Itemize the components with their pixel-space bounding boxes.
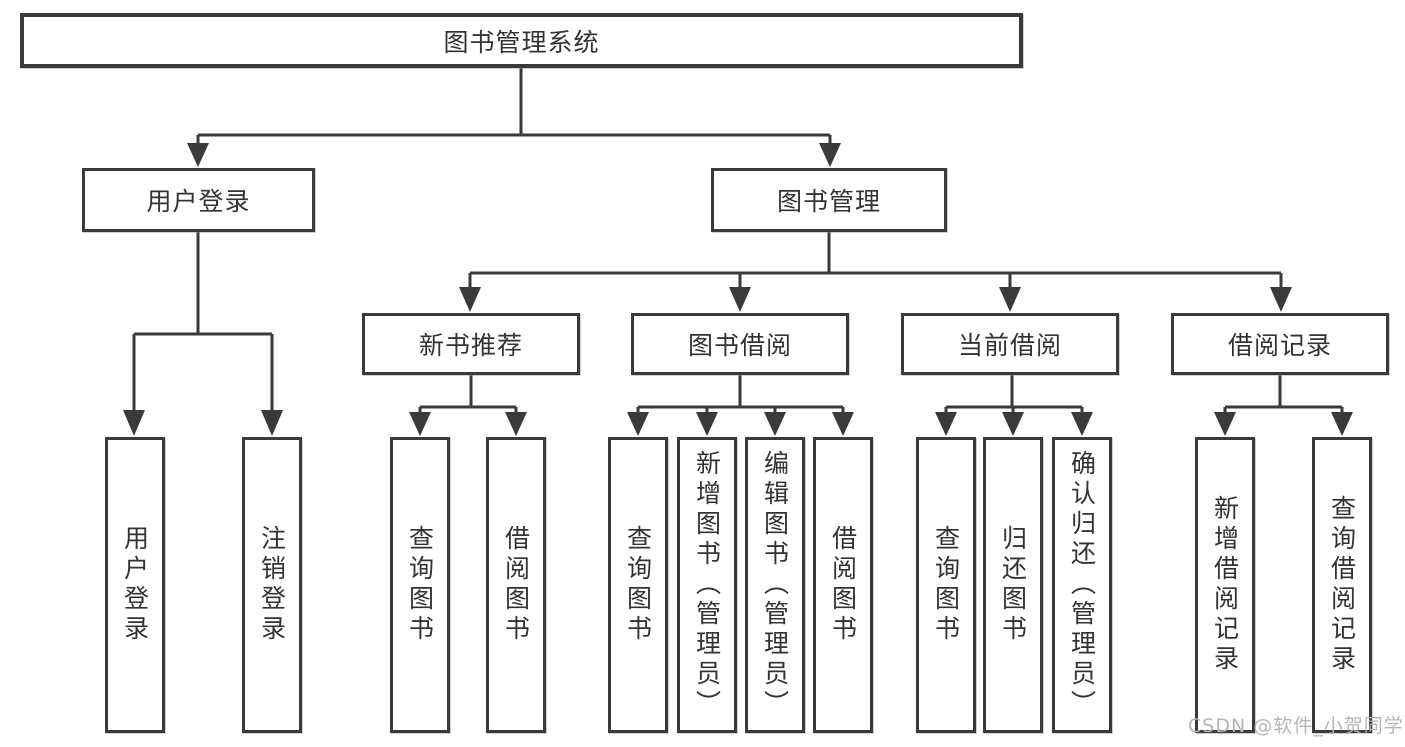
node-label: 用户登录 xyxy=(120,525,150,645)
node-borrowing-records: 借阅记录 xyxy=(1171,313,1389,375)
node-label: 查询图书 xyxy=(623,525,653,645)
node-label: 借阅图书 xyxy=(501,525,531,645)
leaf-current-query-books: 查询图书 xyxy=(916,437,976,733)
node-label: 新增借阅记录 xyxy=(1210,495,1240,675)
node-label: 查询图书 xyxy=(405,525,435,645)
node-label: 图书管理系统 xyxy=(443,27,600,57)
node-label: 借阅图书 xyxy=(828,525,858,645)
node-label: 图书管理 xyxy=(776,187,881,216)
node-label: 归还图书 xyxy=(998,525,1028,645)
leaf-borrow-edit-books-admin: 编辑图书（管理员） xyxy=(745,437,805,733)
node-label: 新增图书（管理员） xyxy=(692,450,722,720)
leaf-borrow-borrow-books: 借阅图书 xyxy=(813,437,873,733)
leaf-borrow-query-books: 查询图书 xyxy=(608,437,668,733)
node-library-management-system: 图书管理系统 xyxy=(20,13,1023,68)
node-user-login: 用户登录 xyxy=(82,168,315,232)
node-label: 查询借阅记录 xyxy=(1327,495,1357,675)
node-label: 用户登录 xyxy=(146,187,251,216)
node-label: 查询图书 xyxy=(931,525,961,645)
watermark-text: CSDN @软件_小贺同学 xyxy=(1188,715,1404,737)
node-new-book-recommendation: 新书推荐 xyxy=(362,313,580,375)
node-book-management: 图书管理 xyxy=(711,168,947,232)
node-label: 图书借阅 xyxy=(687,331,792,360)
node-label: 借阅记录 xyxy=(1227,331,1332,360)
leaf-records-add-borrow-record: 新增借阅记录 xyxy=(1195,437,1255,733)
node-label: 当前借阅 xyxy=(957,331,1062,360)
node-label: 确认归还（管理员） xyxy=(1067,450,1097,720)
leaf-current-confirm-return-admin: 确认归还（管理员） xyxy=(1052,437,1112,733)
leaf-recommend-query-books: 查询图书 xyxy=(390,437,450,733)
leaf-current-return-books: 归还图书 xyxy=(983,437,1043,733)
leaf-logout-login: 注销登录 xyxy=(242,437,302,733)
leaf-user-login: 用户登录 xyxy=(105,437,165,733)
node-book-borrowing: 图书借阅 xyxy=(631,313,849,375)
node-label: 注销登录 xyxy=(257,525,287,645)
node-label: 编辑图书（管理员） xyxy=(760,450,790,720)
leaf-borrow-add-books-admin: 新增图书（管理员） xyxy=(677,437,737,733)
node-current-borrowing: 当前借阅 xyxy=(901,313,1119,375)
leaf-recommend-borrow-books: 借阅图书 xyxy=(486,437,546,733)
node-label: 新书推荐 xyxy=(418,331,523,360)
leaf-records-query-borrow-record: 查询借阅记录 xyxy=(1312,437,1372,733)
